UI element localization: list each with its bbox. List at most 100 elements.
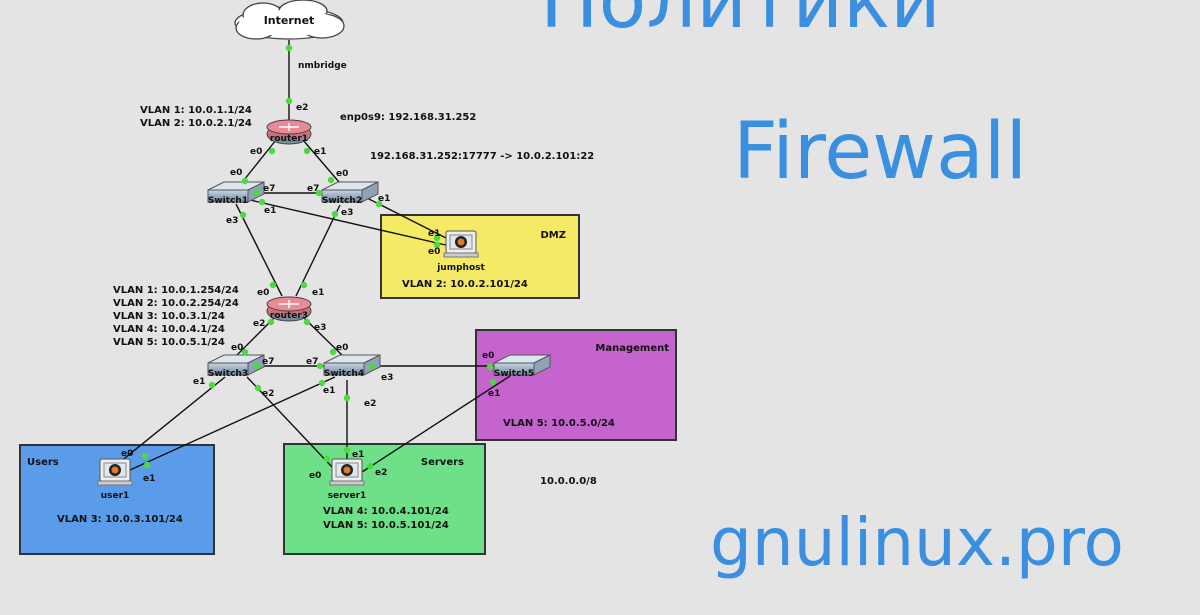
zone-management: Management VLAN 5: 10.0.5.0/24	[475, 329, 677, 441]
port-label: e0	[428, 247, 440, 257]
port-dot	[318, 379, 326, 387]
zone-dmz-title: DMZ	[540, 230, 566, 241]
port-label: e1	[323, 386, 335, 396]
node-switch2-label: Switch2	[322, 196, 362, 206]
node-jumphost[interactable]: jumphost	[436, 230, 485, 273]
router3-vlan-5: VLAN 5: 10.0.5.1/24	[113, 337, 225, 348]
node-switch4[interactable]: Switch4	[323, 354, 381, 379]
router3-vlan-2: VLAN 2: 10.0.2.254/24	[113, 298, 239, 309]
port-dot	[433, 241, 441, 249]
port-label: e0	[121, 449, 133, 459]
port-dot	[323, 455, 331, 463]
port-dot	[143, 461, 151, 469]
port-dot	[239, 211, 247, 219]
node-router3[interactable]: router3	[266, 296, 312, 322]
port-dot	[285, 44, 293, 52]
port-dot	[208, 381, 216, 389]
host-icon	[443, 230, 479, 258]
link-switch5-server1	[361, 375, 511, 473]
link-router1-switch2	[302, 139, 346, 190]
link-switch1-router3	[235, 203, 283, 297]
zone-dmz-vlan: VLAN 2: 10.0.2.101/24	[402, 279, 528, 290]
port-label: e3	[226, 216, 238, 226]
switch-icon	[207, 354, 265, 376]
port-label: e1	[488, 389, 500, 399]
router3-vlan-notes: VLAN 1: 10.0.1.254/24 VLAN 2: 10.0.2.254…	[113, 284, 239, 349]
link-switch2-router3	[295, 204, 341, 297]
port-label: e2	[262, 389, 274, 399]
router3-vlan-4: VLAN 4: 10.0.4.1/24	[113, 324, 225, 335]
switch-icon	[321, 181, 379, 203]
node-switch5[interactable]: Switch5	[493, 354, 551, 379]
port-dot	[316, 362, 324, 370]
port-dot	[375, 200, 383, 208]
port-dot	[303, 318, 311, 326]
port-label: e1	[143, 474, 155, 484]
node-server1-label: server1	[328, 491, 367, 501]
node-internet-label: Internet	[264, 14, 315, 27]
host-icon	[329, 458, 365, 486]
zone-servers-title: Servers	[420, 457, 464, 468]
port-label: e1	[264, 206, 276, 216]
port-label: e2	[375, 468, 387, 478]
zone-users-vlan: VLAN 3: 10.0.3.101/24	[57, 514, 183, 525]
node-switch4-label: Switch4	[324, 369, 364, 379]
headline-site: gnulinux.pro	[710, 504, 1124, 581]
switch-icon	[493, 354, 551, 376]
port-dot	[254, 384, 262, 392]
port-dot	[315, 189, 323, 197]
port-dot	[300, 281, 308, 289]
port-label: e7	[307, 184, 319, 194]
switch-icon	[323, 354, 381, 376]
router-icon	[266, 119, 312, 145]
port-label: e0	[230, 168, 242, 178]
port-dot	[489, 378, 497, 386]
node-jumphost-label: jumphost	[436, 263, 485, 273]
port-label: e3	[341, 208, 353, 218]
port-dot	[268, 147, 276, 155]
port-dot	[241, 348, 249, 356]
port-dot	[343, 394, 351, 402]
port-label: e7	[306, 357, 318, 367]
node-switch3[interactable]: Switch3	[207, 354, 265, 379]
port-dot	[253, 189, 261, 197]
port-dot	[267, 318, 275, 326]
port-dot	[327, 176, 335, 184]
port-label: e2	[364, 399, 376, 409]
port-dot	[343, 446, 351, 454]
port-label: e0	[336, 343, 348, 353]
node-router3-label: router3	[270, 311, 308, 321]
router3-vlan-3: VLAN 3: 10.0.3.1/24	[113, 311, 225, 322]
port-label: e1	[428, 229, 440, 239]
network-note: 10.0.0.0/8	[540, 476, 597, 487]
port-label: e1	[193, 377, 205, 387]
port-label: e2	[253, 319, 265, 329]
port-dot	[433, 234, 441, 242]
port-label: e1	[352, 450, 364, 460]
port-labels: nmbridge e2 e0 e1 e0 e0 e7 e7 e1 e1 e3 e…	[121, 61, 500, 484]
node-switch2[interactable]: Switch2	[321, 181, 379, 206]
port-label: e3	[381, 373, 393, 383]
port-dot	[366, 462, 374, 470]
port-dot	[329, 348, 337, 356]
port-label: e0	[257, 288, 269, 298]
port-label: e7	[263, 184, 275, 194]
port-label: e1	[314, 147, 326, 157]
port-dot	[269, 281, 277, 289]
router3-vlan-1: VLAN 1: 10.0.1.254/24	[113, 285, 239, 296]
node-user1[interactable]: user1	[97, 458, 133, 501]
router1-vlan-2: VLAN 2: 10.0.2.1/24	[140, 118, 252, 129]
node-router1[interactable]: router1	[266, 119, 312, 145]
zone-management-title: Management	[595, 343, 669, 354]
port-dot	[141, 452, 149, 460]
node-server1[interactable]: server1	[328, 458, 367, 501]
port-label: e3	[314, 323, 326, 333]
node-internet[interactable]: Internet	[234, 0, 345, 40]
port-dot	[368, 363, 376, 371]
zone-users-title: Users	[27, 457, 59, 468]
port-dot	[303, 147, 311, 155]
zone-servers-vlan-1: VLAN 4: 10.0.4.101/24	[323, 506, 449, 517]
node-user1-label: user1	[101, 491, 130, 501]
